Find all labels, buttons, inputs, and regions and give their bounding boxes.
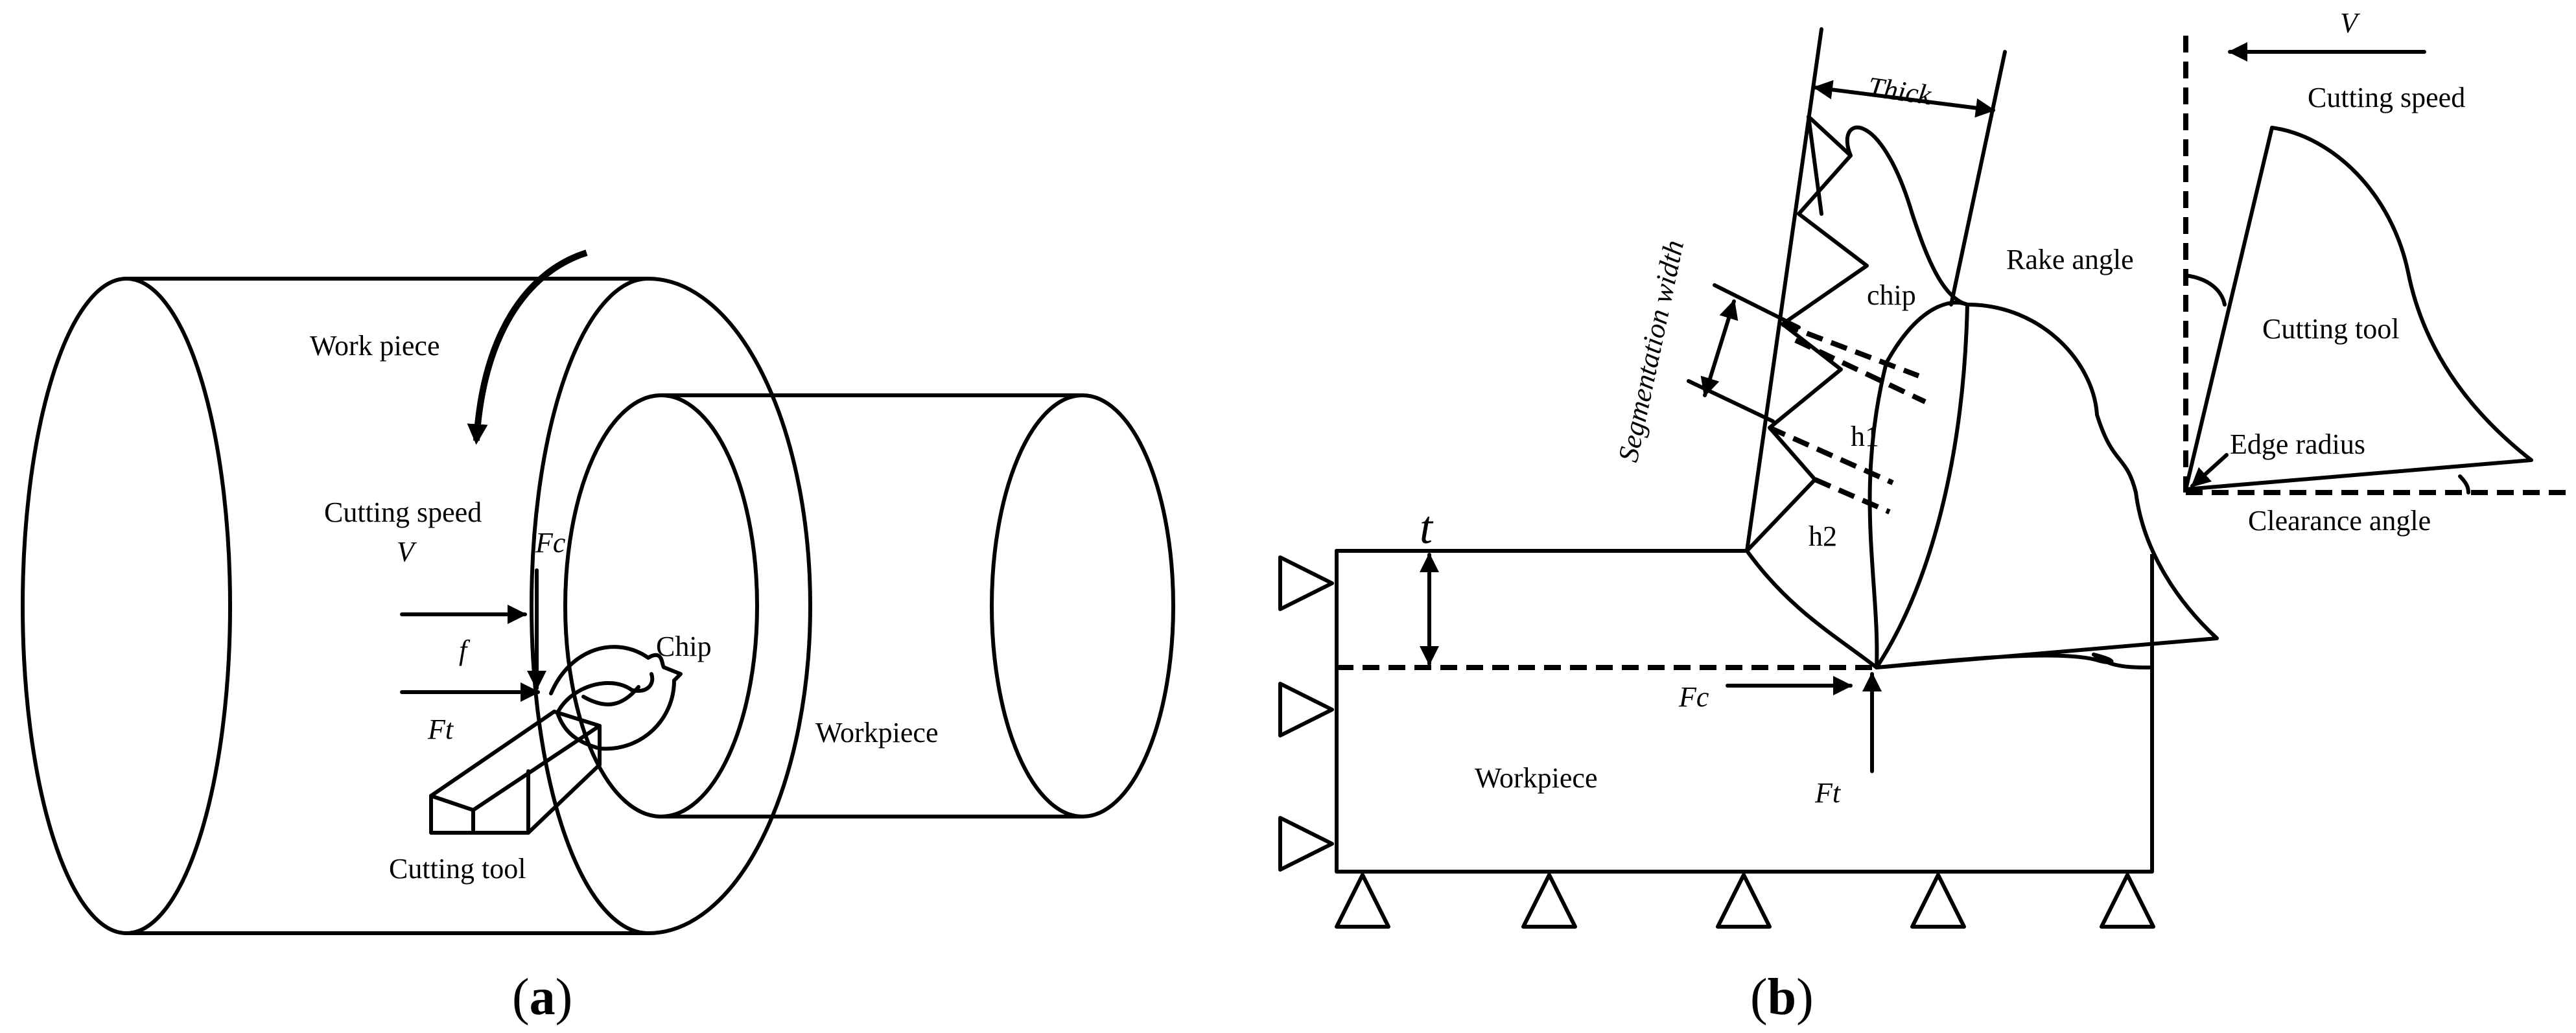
inset-tool-detail: V Cutting speed Cutting tool Edge radius…: [2183, 7, 2567, 537]
left-supports: [1278, 555, 1334, 872]
label-rake-angle: Rake angle: [2006, 244, 2134, 275]
cutting-tool-a: [429, 710, 602, 835]
inset-cutting-tool: [2184, 126, 2533, 491]
label-h1: h1: [1851, 421, 1879, 452]
label-cutting-tool-inset: Cutting tool: [2262, 313, 2399, 345]
label-t: t: [1420, 502, 1434, 553]
rotation-arrow: [467, 250, 588, 445]
label-cutting-speed-inset: Cutting speed: [2308, 82, 2465, 113]
chip-segments: [1745, 115, 1969, 669]
label-chip-a: Chip: [656, 631, 712, 662]
label-thick: Thick: [1866, 71, 1934, 111]
label-fc-a: Fc: [535, 527, 566, 559]
label-clearance-angle: Clearance angle: [2248, 505, 2431, 537]
label-cutting-speed-a: Cutting speed: [324, 496, 482, 528]
bottom-supports: [1335, 873, 2155, 929]
segmentation-width-marker: [1687, 283, 1801, 423]
label-cutting-tool-a: Cutting tool: [389, 853, 526, 885]
large-cylinder-workpiece: [21, 277, 812, 935]
label-fc-b: Fc: [1678, 681, 1709, 713]
chip-shape: [549, 645, 683, 751]
label-f-a: f: [459, 634, 471, 666]
workpiece-block: [1335, 549, 2154, 874]
caption-b: (b): [1750, 969, 1814, 1026]
label-workpiece-b: Workpiece: [1475, 762, 1597, 794]
label-work-piece: Work piece: [310, 330, 439, 362]
small-cylinder-workpiece: [563, 393, 1175, 818]
panel-a: Work piece Cutting speed V Fc f Ft Chip …: [21, 250, 1175, 1026]
cutting-tool-b: [1875, 303, 2219, 669]
thick-arrow: [1813, 80, 1995, 118]
label-edge-radius: Edge radius: [2230, 428, 2365, 460]
label-chip-b: chip: [1867, 279, 1916, 311]
label-h2: h2: [1809, 520, 1837, 552]
caption-a: (a): [512, 969, 572, 1026]
label-v-inset: V: [2340, 7, 2361, 39]
label-ft-b: Ft: [1814, 777, 1842, 809]
panel-b: Thick Segmentation width chip h1 h2 t Ra…: [1278, 27, 2219, 1026]
label-ft-a: Ft: [427, 714, 454, 745]
label-v-a: V: [397, 536, 417, 568]
label-segmentation-width: Segmentation width: [1612, 237, 1690, 465]
label-workpiece-a: Workpiece: [815, 717, 938, 749]
